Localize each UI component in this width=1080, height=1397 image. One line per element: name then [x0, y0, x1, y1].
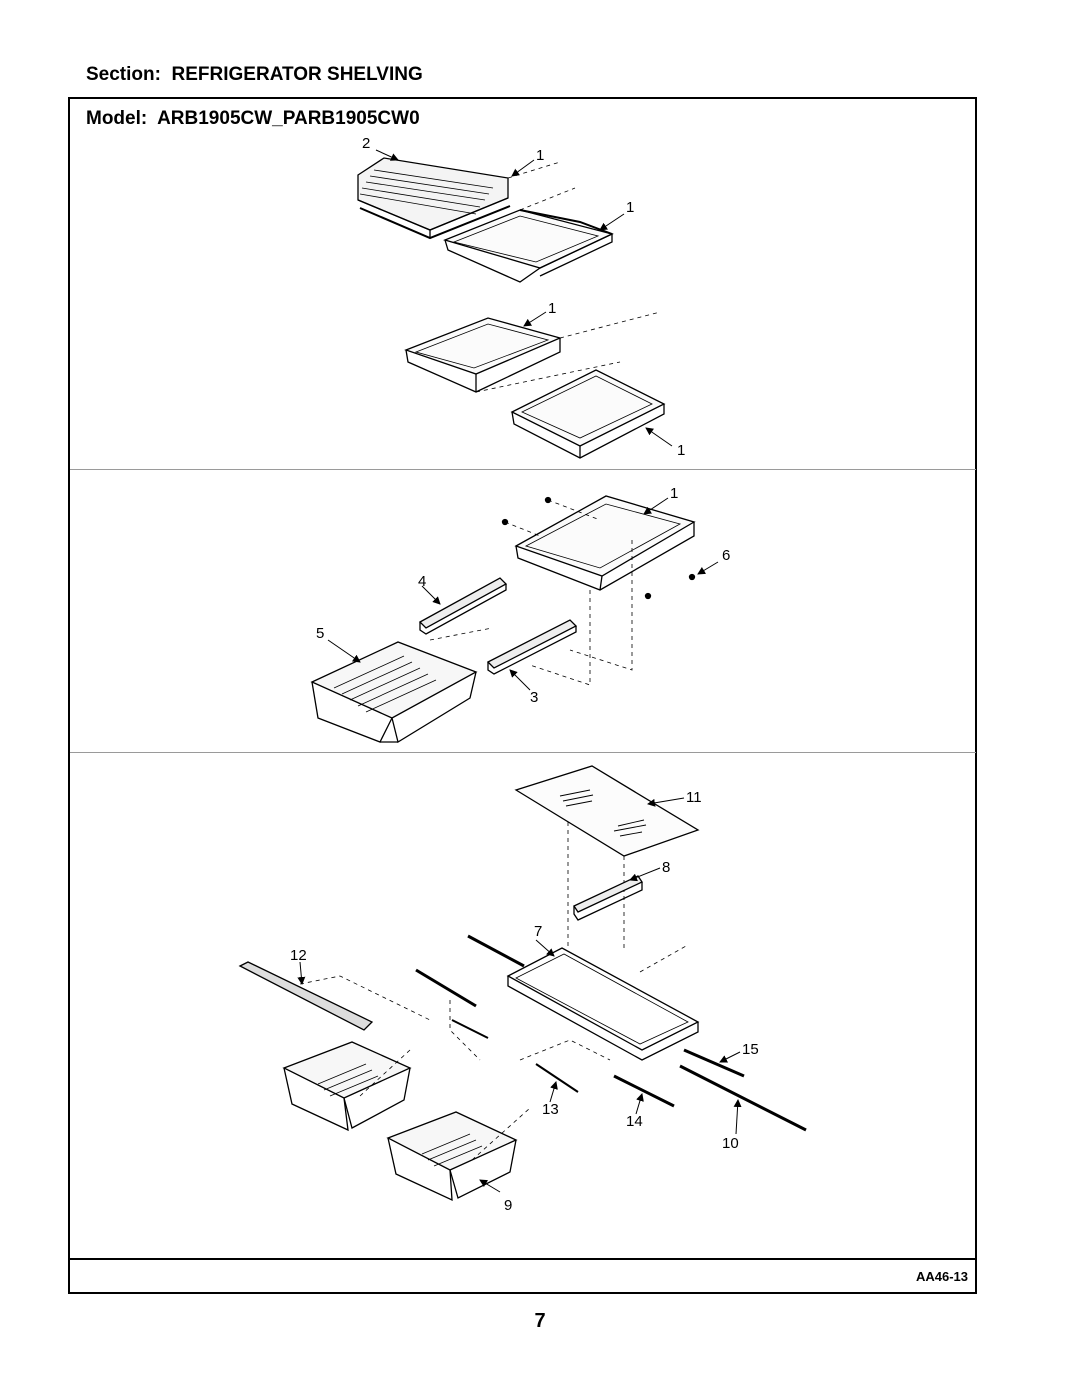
rail-15: [683, 1048, 745, 1078]
section-label: Section:: [86, 64, 161, 85]
glass-shelf-1: [443, 209, 614, 283]
panel-divider-bottom: [70, 752, 976, 753]
callout-mid-2: 4: [418, 573, 426, 590]
callout-bot-7: 10: [722, 1135, 739, 1152]
bottom-panel: [238, 765, 807, 1202]
rail-10: [679, 1064, 807, 1132]
crisper-bin-right: [386, 1111, 518, 1202]
callout-bot-2: 7: [534, 923, 542, 940]
model-number: ARB1905CW_PARB1905CW0: [157, 108, 420, 129]
model-label: Model:: [86, 108, 148, 129]
callout-bot-3: 12: [290, 947, 307, 964]
callout-bot-6: 14: [626, 1113, 643, 1130]
callout-top-1: 1: [536, 147, 544, 164]
top-panel: [357, 157, 666, 459]
clip-13: [535, 1063, 579, 1093]
callout-top-4: 1: [677, 442, 685, 459]
section-name: REFRIGERATOR SHELVING: [171, 64, 423, 85]
callout-leaders: [297, 149, 742, 1193]
page-number: 7: [534, 1310, 546, 1332]
callout-bot-1: 8: [662, 859, 670, 876]
callout-mid-4: 3: [530, 689, 538, 706]
front-trim: [238, 961, 431, 1031]
rail-14: [613, 1074, 675, 1108]
model-title: Model: ARB1905CW_PARB1905CW0: [86, 108, 420, 130]
callout-mid-3: 5: [316, 625, 324, 642]
callout-labels: 2 1 1 1 1 1 6 4 5 3 11 8 7 12 15 13 14 1…: [290, 135, 759, 1214]
callout-bot-5: 13: [542, 1101, 559, 1118]
middle-panel: [310, 495, 696, 744]
rail-8: [573, 875, 643, 921]
callout-mid-1: 6: [722, 547, 730, 564]
glass-shelf-2: [404, 317, 562, 393]
callout-bot-8: 9: [504, 1197, 512, 1214]
crisper-cover-shelf: [514, 495, 696, 591]
crisper-frame: [467, 934, 700, 1061]
glass-insert: [514, 765, 700, 857]
rail-right: [486, 619, 578, 675]
diagram-frame: [68, 97, 977, 1294]
callout-mid-0: 1: [670, 485, 678, 502]
section-title: Section: REFRIGERATOR SHELVING: [86, 64, 423, 86]
crisper-bin-left: [282, 1041, 412, 1132]
callout-bot-0: 11: [686, 789, 702, 806]
glass-shelf-3: [510, 369, 666, 459]
slide-out-bin: [357, 157, 511, 240]
callout-top-2: 1: [626, 199, 634, 216]
callout-top-0: 2: [362, 135, 370, 152]
callout-bot-4: 15: [742, 1041, 759, 1058]
crisper-drawer: [310, 641, 478, 744]
callout-top-3: 1: [548, 300, 556, 317]
rail-left: [418, 577, 508, 635]
panel-divider-top: [70, 469, 976, 470]
drawing-code: AA46-13: [915, 1269, 968, 1284]
footer-rule: [70, 1258, 976, 1260]
